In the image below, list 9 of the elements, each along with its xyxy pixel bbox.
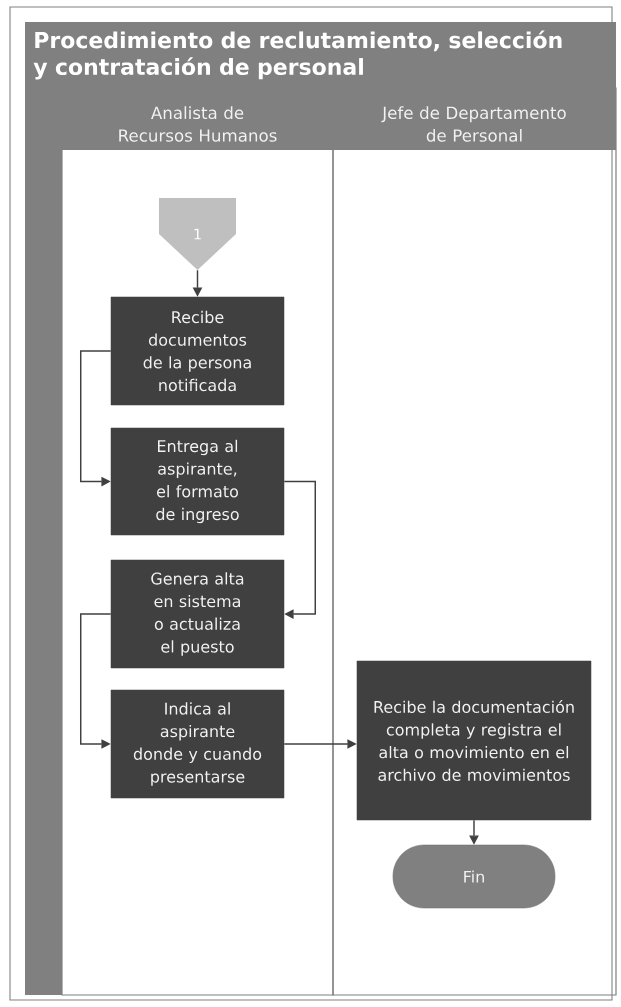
process-box: Genera alta en sistema o actualiza el puesto: [110, 559, 285, 669]
off-page-connector: 1: [159, 198, 236, 270]
process-box: Indica al aspirante donde y cuando presentarse: [110, 689, 285, 799]
arrow: [283, 480, 316, 619]
process-box: Recibe la documentación completa y registra el alta o movimiento en el archivo de movimientos: [356, 660, 592, 821]
process-box: Entrega al aspirante, el formato de ingreso: [110, 427, 285, 536]
title: Procedimiento de reclutamiento, selección y contratación de personal: [33, 30, 562, 80]
process-box: Recibe documentos de la persona notificada: [110, 296, 285, 406]
arrow: [80, 613, 112, 749]
